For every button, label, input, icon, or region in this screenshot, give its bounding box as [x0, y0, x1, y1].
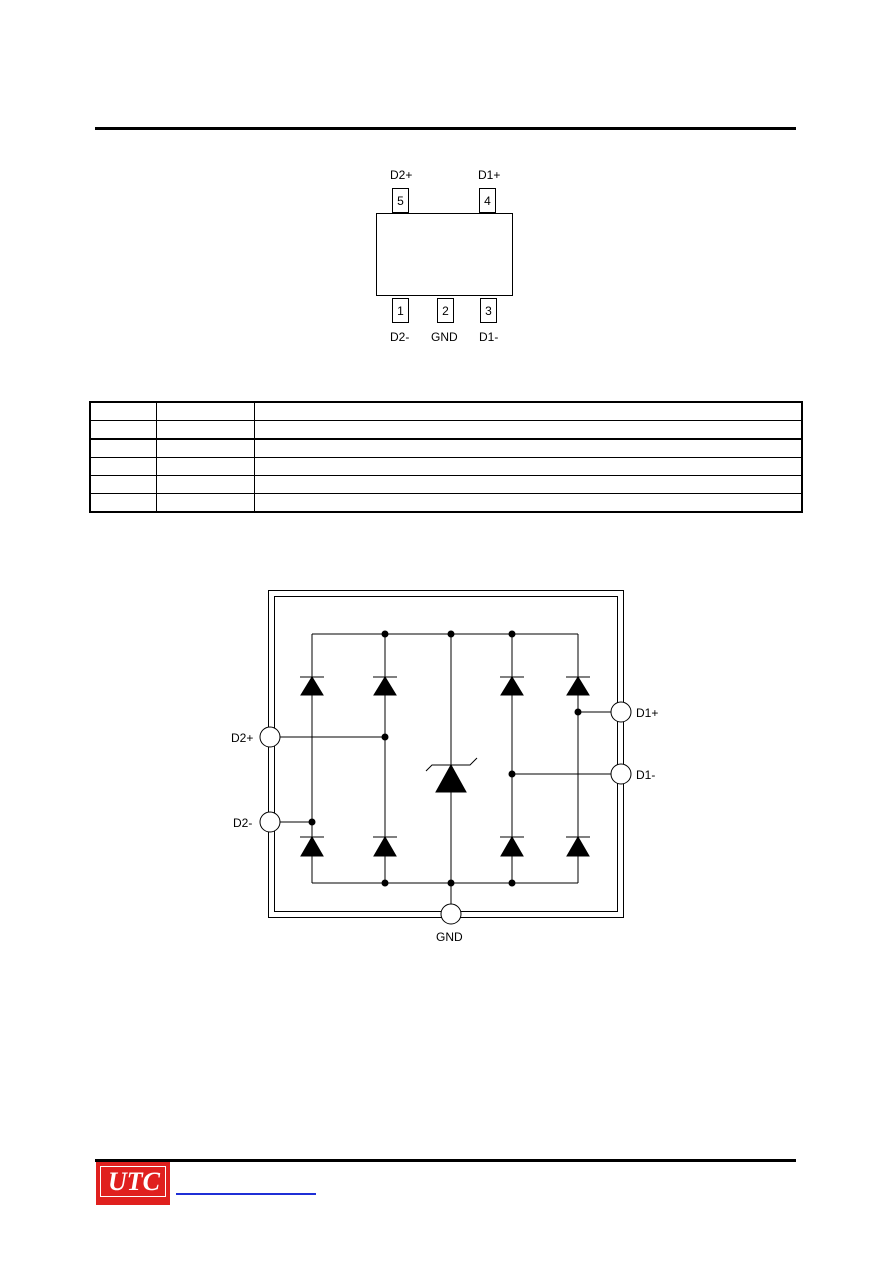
diode-upper-3 — [500, 676, 524, 696]
pin-5: 5 — [392, 188, 409, 213]
d2-plus-label: D2+ — [231, 731, 253, 745]
logo-text: UTC — [108, 1167, 160, 1196]
junction-dot — [574, 708, 582, 716]
junction-dot — [447, 879, 455, 887]
table-row — [89, 438, 803, 458]
pin-3-label: D1- — [479, 330, 499, 344]
inner-frame — [274, 596, 618, 912]
junction-dot — [308, 818, 316, 826]
table-cell — [253, 493, 803, 513]
junction-dot — [508, 630, 516, 638]
d1-plus-terminal — [610, 701, 632, 723]
diode-lower-1 — [300, 836, 324, 857]
diode-upper-4 — [566, 676, 590, 696]
pin-2: 2 — [437, 298, 454, 323]
d2-minus-label: D2- — [233, 816, 252, 830]
package-body — [376, 213, 513, 296]
pin-2-label: GND — [431, 330, 458, 344]
pin-3: 3 — [480, 298, 497, 323]
diode-upper-2 — [373, 676, 397, 696]
utc-logo: UTC — [96, 1162, 170, 1205]
header-rule — [95, 127, 796, 130]
junction-dot — [381, 733, 389, 741]
diode-lower-3 — [500, 836, 524, 857]
table-row — [89, 475, 803, 494]
junction-dot — [508, 879, 516, 887]
table-row — [89, 493, 803, 513]
junction-dot — [381, 630, 389, 638]
junction-dot — [508, 770, 516, 778]
gnd-terminal — [440, 903, 462, 925]
website-link[interactable] — [176, 1193, 316, 1195]
logo-frame: UTC — [100, 1166, 166, 1197]
gnd-label: GND — [436, 930, 463, 944]
d2-minus-terminal — [259, 811, 281, 833]
junction-dot — [381, 879, 389, 887]
d1-minus-label: D1- — [636, 768, 655, 782]
pin-4-label: D1+ — [478, 168, 501, 182]
pin-5-label: D2+ — [390, 168, 413, 182]
pin-configuration-diagram: D2+ D1+ 5 4 1 2 3 D2- GND D1- — [370, 166, 530, 346]
pin-description-table — [89, 401, 803, 513]
footer-rule — [95, 1159, 796, 1162]
table-cell — [253, 475, 803, 494]
junction-dot — [447, 630, 455, 638]
d1-minus-terminal — [610, 763, 632, 785]
diode-upper-1 — [300, 676, 324, 696]
pin-1: 1 — [392, 298, 409, 323]
diode-lower-2 — [373, 836, 397, 857]
pin-1-label: D2- — [390, 330, 410, 344]
d2-plus-terminal — [259, 726, 281, 748]
zener-diode — [425, 757, 478, 793]
diode-lower-4 — [566, 836, 590, 857]
outer-frame — [268, 590, 624, 918]
pin-4: 4 — [479, 188, 496, 213]
d1-plus-label: D1+ — [636, 706, 658, 720]
